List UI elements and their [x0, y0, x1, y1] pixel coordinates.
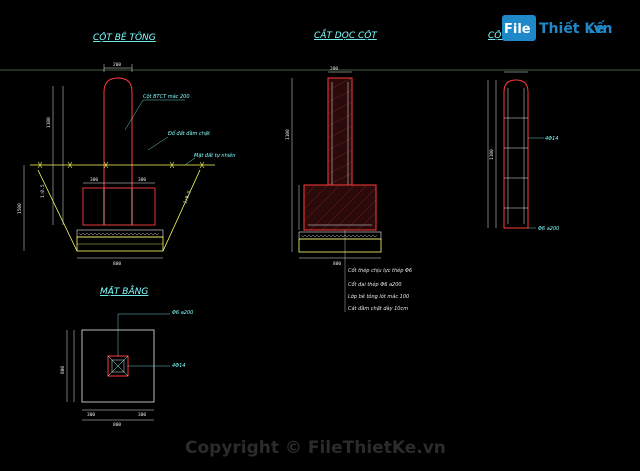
stirrup-rebar-note: Cốt đai thép Φ6 a200	[348, 281, 402, 288]
excavation-slope-right	[162, 169, 201, 252]
main-rebar-note: Cốt thép chịu lực thép Φ6	[348, 267, 412, 274]
section-lean-concrete	[298, 238, 382, 253]
column-side-view: CỘT 1100 4Φ14 Φ6 a200	[487, 30, 559, 232]
section-column	[327, 77, 353, 186]
ground-hatch-marks	[37, 161, 205, 169]
side-column-outline	[503, 79, 529, 229]
backfill-note: Đổ đất đầm chặt	[168, 130, 211, 137]
plan-rebar-note: 4Φ14	[172, 363, 185, 369]
section-height-dim: 1100	[285, 129, 291, 140]
plan-view: MẶT BẰNG Φ6 a200 4Φ14 800 300 300 800	[60, 284, 193, 428]
side-stirrup-note: Φ6 a200	[538, 226, 559, 232]
excavation-slope-left	[37, 169, 78, 252]
plan-offset-left-dim: 300	[87, 412, 95, 418]
footing-half-right-dim: 300	[138, 177, 146, 183]
column-elevation-view: CỘT BÊ TÔNG 200	[17, 31, 235, 267]
footing-width-dim: 800	[113, 261, 121, 267]
section-footing	[303, 184, 377, 231]
plan-stirrup-note: Φ6 a200	[172, 310, 193, 316]
slope-dim-right: 1:0.5	[182, 190, 192, 205]
copyright-watermark: Copyright © FileThietKe.vn	[185, 438, 446, 458]
column-elevation-title: CỘT BÊ TÔNG	[93, 31, 156, 43]
slope-dim-left: 1:0.5	[40, 184, 46, 198]
column-section-title: CẮT DỌC CỘT	[314, 28, 378, 41]
side-column-stirrups	[504, 88, 528, 224]
footing-block	[82, 187, 156, 226]
logo-text: Thiết Kế	[539, 20, 605, 37]
plan-title: MẶT BẰNG	[100, 284, 148, 297]
side-height-dim: 1100	[489, 149, 495, 160]
logo-suffix: .vn	[588, 21, 612, 37]
section-width-dim: 800	[333, 261, 341, 267]
watermark-logo: File Thiết Kế .vn	[502, 15, 612, 41]
plan-offset-right-dim: 300	[138, 412, 146, 418]
logo-badge	[502, 15, 536, 41]
column-width-dim: 200	[113, 62, 121, 68]
section-footing-hatch	[303, 184, 377, 231]
gravel-layer-note: Cát đầm chặt dày 10cm	[348, 305, 408, 312]
natural-ground-note: Mặt đất tự nhiên	[194, 152, 235, 159]
plan-width-dim: 800	[113, 422, 121, 428]
section-column-hatch	[327, 77, 353, 186]
column-height-dim: 1100	[46, 117, 52, 128]
column-shaft	[103, 77, 133, 225]
gravel-hatch	[78, 232, 160, 236]
section-col-width-dim: 200	[330, 66, 338, 72]
plan-height-dim: 800	[60, 366, 66, 374]
logo-prefix: File	[504, 22, 531, 37]
footing-half-left-dim: 300	[90, 177, 98, 183]
total-height-dim: 1500	[17, 203, 23, 214]
column-side-title: CỘT	[488, 30, 508, 41]
lean-concrete-note: Lớp bê tông lót mác 100	[348, 293, 409, 300]
side-rebar-note: 4Φ14	[545, 136, 558, 142]
concrete-grade-note: Cột BTCT mác 200	[143, 93, 190, 100]
column-section-view: CẮT DỌC CỘT 200 1100 800 Cốt thép chịu l…	[285, 28, 412, 312]
